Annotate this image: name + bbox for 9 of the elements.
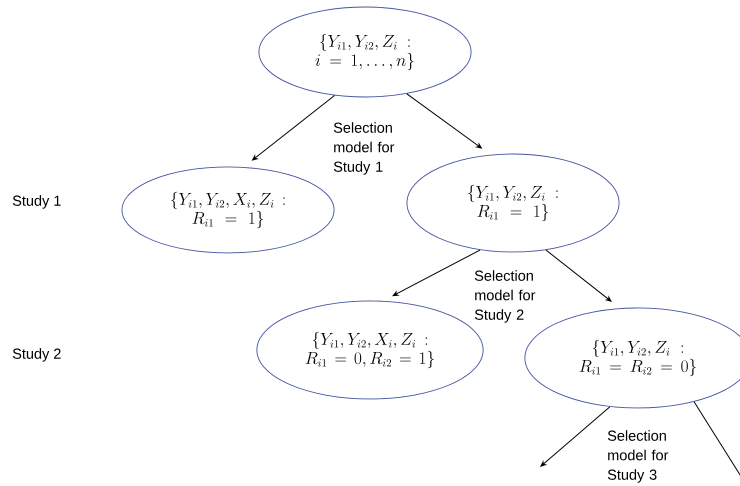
note-text: Selection model for Study 1 <box>334 122 394 175</box>
ellipse-node: $\{Y_{i1}, Y_{i2}, Z_i : i = 1, \dots, n\}$ <box>258 6 472 98</box>
study-label: Study 2 <box>12 348 61 362</box>
ellipse-node: $\{Y_{i1}, Y_{i2}, X_i, Z_i : R_{i1} = 1\}$ <box>122 166 335 254</box>
study-label: Study 1 <box>12 195 61 209</box>
note-text: Selection model for Study 3 <box>608 430 668 483</box>
arrow <box>540 406 610 467</box>
arrow <box>545 250 612 302</box>
ellipse-node: $\{Y_{i1}, Y_{i2}, Z_i : R_{i1} = 1\}$ <box>406 154 620 252</box>
